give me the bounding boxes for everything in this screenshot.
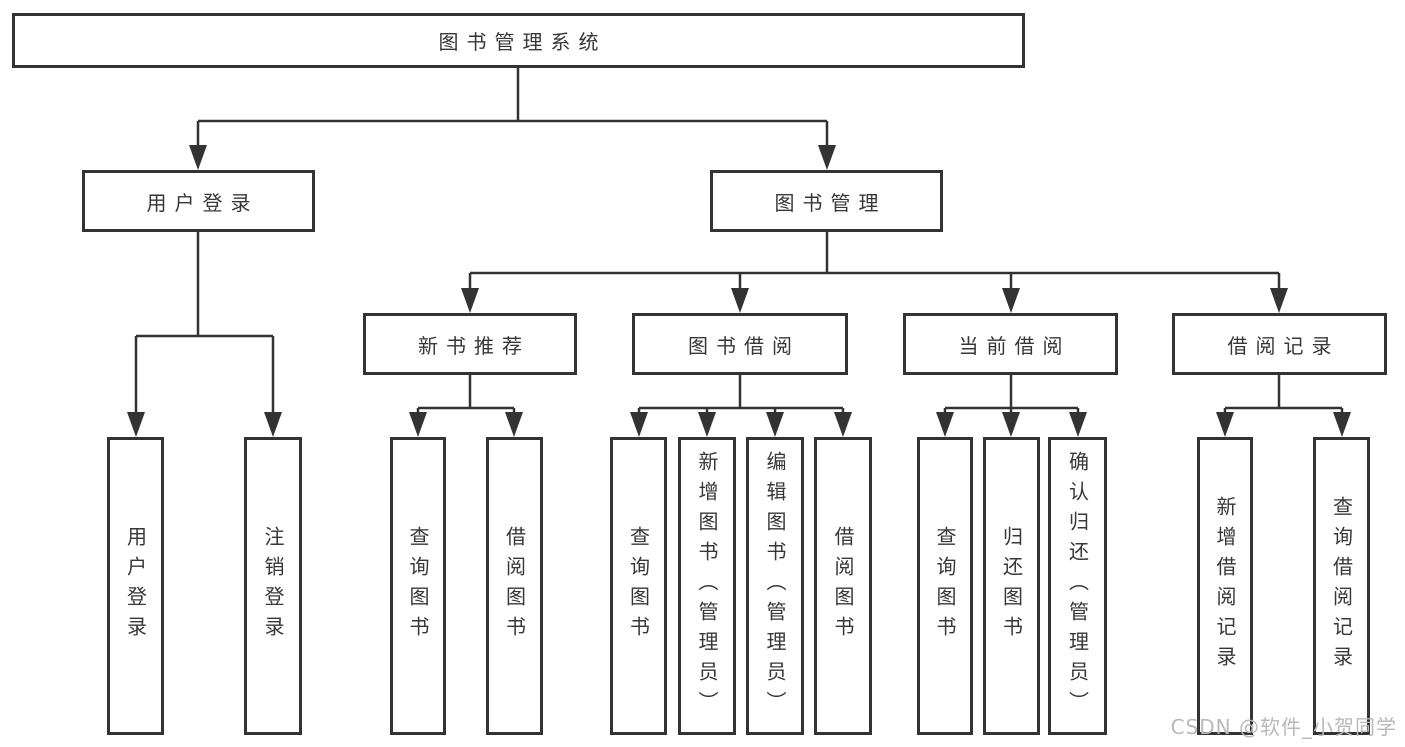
leaf-label: 归还图书: [999, 526, 1024, 646]
leaf-label: 查询图书: [933, 526, 957, 646]
leaf-add-books-admin: 新增图书（管理员）: [678, 437, 736, 735]
leaf-label: 确认归还（管理员）: [1065, 451, 1090, 721]
leaf-label: 借阅图书: [502, 526, 527, 646]
leaf-borrow-books-borrowing: 借阅图书: [814, 437, 872, 735]
leaf-query-borrow-record: 查询借阅记录: [1313, 437, 1370, 735]
leaf-return-books: 归还图书: [983, 437, 1040, 735]
leaf-query-books-borrowing: 查询图书: [610, 437, 667, 735]
leaf-label: 编辑图书（管理员）: [763, 451, 787, 721]
leaf-label: 新增图书（管理员）: [695, 451, 719, 721]
leaf-confirm-return-admin: 确认归还（管理员）: [1048, 437, 1107, 735]
leaf-user-login: 用户登录: [107, 437, 164, 735]
leaf-edit-books-admin: 编辑图书（管理员）: [746, 437, 804, 735]
leaf-label: 用户登录: [123, 526, 148, 646]
node-book-borrowing: 图书借阅: [632, 313, 848, 375]
node-new-book-recommend: 新书推荐: [363, 313, 577, 375]
connector-path: [134, 68, 1344, 432]
leaf-label: 借阅图书: [831, 526, 855, 646]
leaf-label: 查询借阅记录: [1329, 496, 1354, 676]
leaf-label: 查询图书: [406, 526, 430, 646]
leaf-label: 注销登录: [261, 526, 285, 646]
arrowheads: [127, 145, 1351, 437]
leaf-borrow-books-recommend: 借阅图书: [486, 437, 543, 735]
leaf-query-books-recommend: 查询图书: [390, 437, 446, 735]
leaf-logout: 注销登录: [244, 437, 302, 735]
node-current-borrowing: 当前借阅: [903, 313, 1118, 375]
node-book-management: 图书管理: [710, 170, 943, 232]
csdn-watermark: CSDN @软件_小贺同学: [1170, 715, 1397, 739]
node-borrowing-records: 借阅记录: [1172, 313, 1387, 375]
leaf-label: 新增借阅记录: [1213, 496, 1237, 676]
leaf-query-books-current: 查询图书: [917, 437, 973, 735]
leaf-label: 查询图书: [626, 526, 651, 646]
node-user-login: 用户登录: [82, 170, 315, 232]
leaf-add-borrow-record: 新增借阅记录: [1197, 437, 1253, 735]
node-book-management-system: 图书管理系统: [12, 13, 1025, 68]
